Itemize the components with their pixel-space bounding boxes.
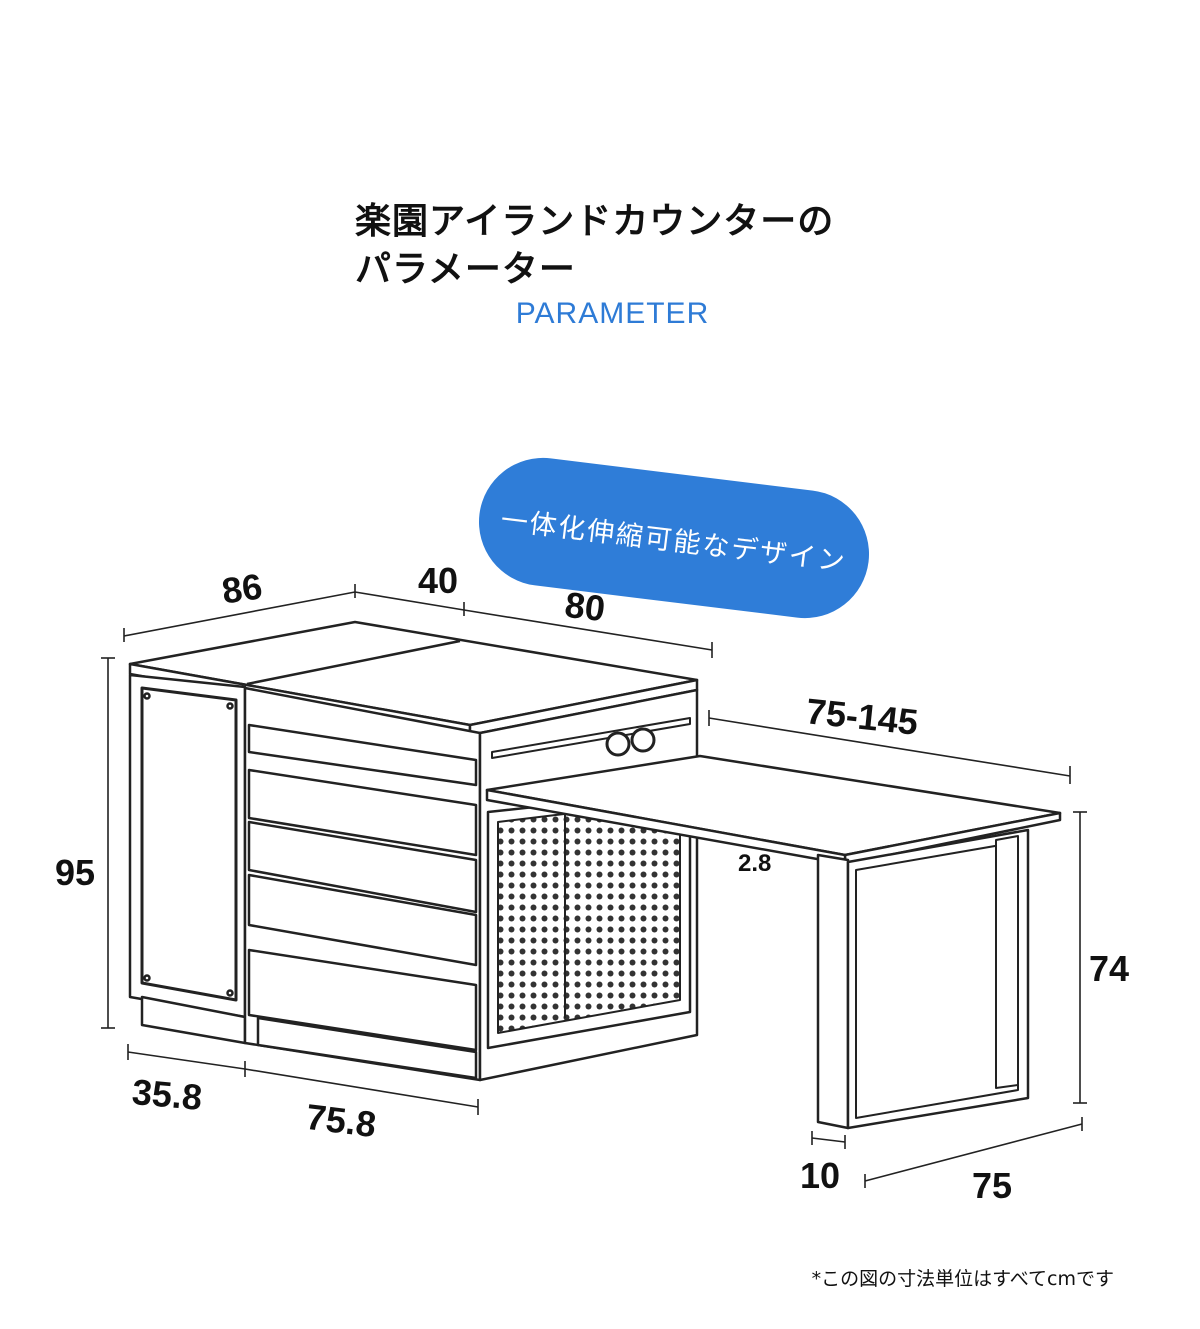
desk-leg-front [816,853,850,1130]
pegboard [497,799,681,1034]
dim-top-middle-depth: 40 [418,560,459,601]
drawer-4 [247,873,478,967]
dim-desk-height: 74 [1089,948,1130,989]
subtitle: PARAMETER [515,297,710,330]
drawer-unit-base [256,1016,478,1080]
dim-top-right-width: 80 [562,583,608,630]
dim-side-cabinet-width: 35.8 [130,1071,204,1118]
drawer-3 [247,820,478,914]
dim-tabletop-thickness: 2.8 [738,850,772,877]
title-line-1: 楽園アイランドカウンターの [355,201,835,242]
dimension-lines [101,584,1087,1188]
page-title: 楽園アイランドカウンターの パラメーター [355,198,834,294]
drawer-1 [247,723,478,787]
island-counter [128,620,1062,1130]
side-cabinet-door [140,686,238,1002]
socket-knob-1 [605,731,631,757]
drawer-5 [247,948,478,1052]
drawer-2 [247,768,478,857]
dim-desk-depth: 75 [972,1165,1013,1206]
socket-knob-2 [630,727,656,753]
dim-total-height: 95 [55,852,96,893]
dim-drawer-unit-width: 75.8 [303,1095,379,1146]
dim-leg-width: 10 [800,1155,841,1196]
title-line-2: パラメーター [355,249,576,290]
dim-top-left-width: 86 [219,565,265,612]
unit-note: *この図の寸法単位はすべてcmです [811,1268,1114,1290]
